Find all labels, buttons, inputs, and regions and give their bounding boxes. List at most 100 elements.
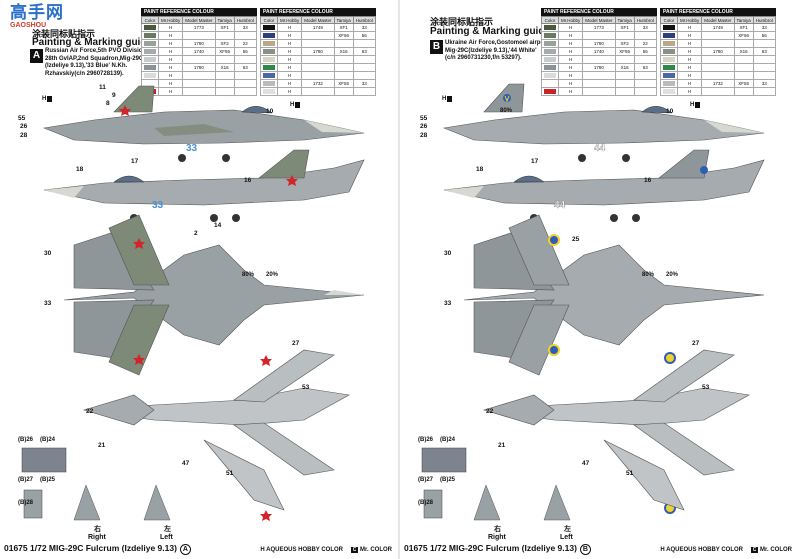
percent-label: 20% xyxy=(266,272,279,278)
watermark-line1: 高手网 xyxy=(10,3,64,22)
view-label-left-cn: 左 xyxy=(164,526,171,533)
color-swatch xyxy=(544,57,556,63)
color-swatch xyxy=(263,25,275,31)
red-star-marking xyxy=(133,354,145,365)
detail-ref: (B)26 xyxy=(18,437,34,443)
marking-sheet-b: 涂装同标贴指示 Painting & Marking guide B Ukrai… xyxy=(404,0,796,559)
callout-number: 21 xyxy=(498,442,506,449)
legend-aqueous: AQUEOUS HOBBY COLOR xyxy=(666,547,744,553)
sheet-divider xyxy=(398,0,400,559)
callout-number: 16 xyxy=(644,177,652,184)
paint-table-caption: PAINT REFERENCE COLOUR xyxy=(141,8,257,16)
scheme-description: Russian Air Force,5th PVO Division, 28th… xyxy=(45,48,148,78)
callout-number: 11 xyxy=(99,84,106,91)
callout-number: 51 xyxy=(226,470,234,477)
detail-ref: (B)27 xyxy=(18,477,34,483)
detail-panel xyxy=(423,489,443,519)
paint-row: H xyxy=(260,87,376,96)
guide-title-en: Painting & Marking guide xyxy=(32,37,153,48)
color-swatch xyxy=(663,73,675,79)
paint-cell xyxy=(214,87,235,96)
paint-cell xyxy=(752,87,776,96)
guide-title-cn: 涂装同标贴指示 xyxy=(32,29,96,39)
tail-number-upper: 44 xyxy=(594,143,606,154)
bottom-view xyxy=(82,349,350,521)
color-swatch xyxy=(663,65,675,71)
view-label-right-cn: 右 xyxy=(494,526,501,533)
red-star-marking xyxy=(260,510,272,521)
callout-number: 27 xyxy=(692,340,700,347)
color-swatch xyxy=(544,41,556,47)
description-line: Mig-29C(Izdeliye 9.13),'44 White' xyxy=(445,47,537,54)
tail-fin-left xyxy=(543,484,571,521)
color-swatch xyxy=(144,81,156,87)
top-view xyxy=(63,214,365,376)
legend-mr: Mr. COLOR xyxy=(759,547,792,553)
paint-code-callout: H xyxy=(290,102,301,108)
paint-cell xyxy=(614,87,635,96)
tail-fin-right xyxy=(473,484,501,521)
paint-reference-table-left: PAINT REFERENCE COLOUR Color Mr.Hobby Mo… xyxy=(541,8,657,96)
legend-code: H xyxy=(260,547,265,553)
side-profile-lower: 44 xyxy=(443,149,765,222)
percent-label: 80% xyxy=(242,272,255,278)
footer-title: 01675 1/72 MIG-29C Fulcrum (Izdeliye 9.1… xyxy=(404,543,591,555)
callout-number: 33 xyxy=(44,300,52,307)
footer-legend: H AQUEOUS HOBBY COLOR C Mr. COLOR xyxy=(260,547,392,553)
color-swatch xyxy=(663,57,675,63)
tail-fin-right xyxy=(73,484,101,521)
code-box xyxy=(447,96,453,102)
color-swatch xyxy=(144,73,156,79)
description-line: (c/n 2960731230,f/n 53297). xyxy=(445,55,522,62)
color-swatch xyxy=(144,33,156,39)
paint-row: H xyxy=(541,87,657,96)
callout-number: 21 xyxy=(98,442,106,449)
red-star-marking xyxy=(133,238,145,249)
hobby-code-cell: H xyxy=(276,87,303,96)
legend-mr-box: C xyxy=(350,547,359,553)
callout-number: 30 xyxy=(44,250,52,257)
callout-number: 9 xyxy=(112,92,116,99)
view-label-right: Right xyxy=(488,534,506,541)
tail-number-lower: 33 xyxy=(152,200,164,211)
callout-number: 18 xyxy=(76,166,84,173)
callout-number: 47 xyxy=(182,460,190,467)
callout-number: 55 xyxy=(18,115,26,122)
percent-label: 80% xyxy=(500,108,513,114)
tail-fin-left xyxy=(143,484,171,521)
code-prefix: H xyxy=(42,96,47,102)
code-box xyxy=(295,102,301,108)
description-line: Russian Air Force,5th PVO Division, xyxy=(45,48,148,54)
code-prefix: H xyxy=(290,102,295,108)
paint-reference-table-right: PAINT REFERENCE COLOUR Color Mr.Hobby Mo… xyxy=(260,8,376,96)
top-view xyxy=(463,214,765,376)
tail-number-lower: 44 xyxy=(554,200,566,211)
legend-aqueous: AQUEOUS HOBBY COLOR xyxy=(266,547,344,553)
callout-number: 53 xyxy=(302,384,310,391)
ukraine-trident xyxy=(504,95,510,103)
color-swatch xyxy=(663,49,675,55)
paint-reference-table-left: PAINT REFERENCE COLOUR Color Mr.Hobby Mo… xyxy=(141,8,257,96)
callout-number: 17 xyxy=(531,158,539,165)
bottom-view xyxy=(482,349,750,514)
guide-title-en: Painting & Marking guide xyxy=(430,26,551,37)
paint-cell xyxy=(352,87,376,96)
callout-number: 14 xyxy=(214,222,222,229)
callout-number: 27 xyxy=(292,340,300,347)
red-star-marking xyxy=(286,175,298,186)
view-label-right: Right xyxy=(88,534,106,541)
ukraine-roundel xyxy=(664,352,676,364)
paint-table-caption: PAINT REFERENCE COLOUR xyxy=(541,8,657,16)
hobby-code-cell: H xyxy=(157,87,184,96)
detail-intake xyxy=(421,447,467,473)
callout-number: 55 xyxy=(420,115,428,122)
color-swatch xyxy=(544,25,556,31)
paint-row: H xyxy=(541,55,657,64)
detail-ref: (B)24 xyxy=(40,437,56,443)
percent-label: 20% xyxy=(666,272,679,278)
legend-mr: Mr. COLOR xyxy=(359,547,392,553)
callout-number: 33 xyxy=(444,300,452,307)
percent-label: 80% xyxy=(642,272,655,278)
